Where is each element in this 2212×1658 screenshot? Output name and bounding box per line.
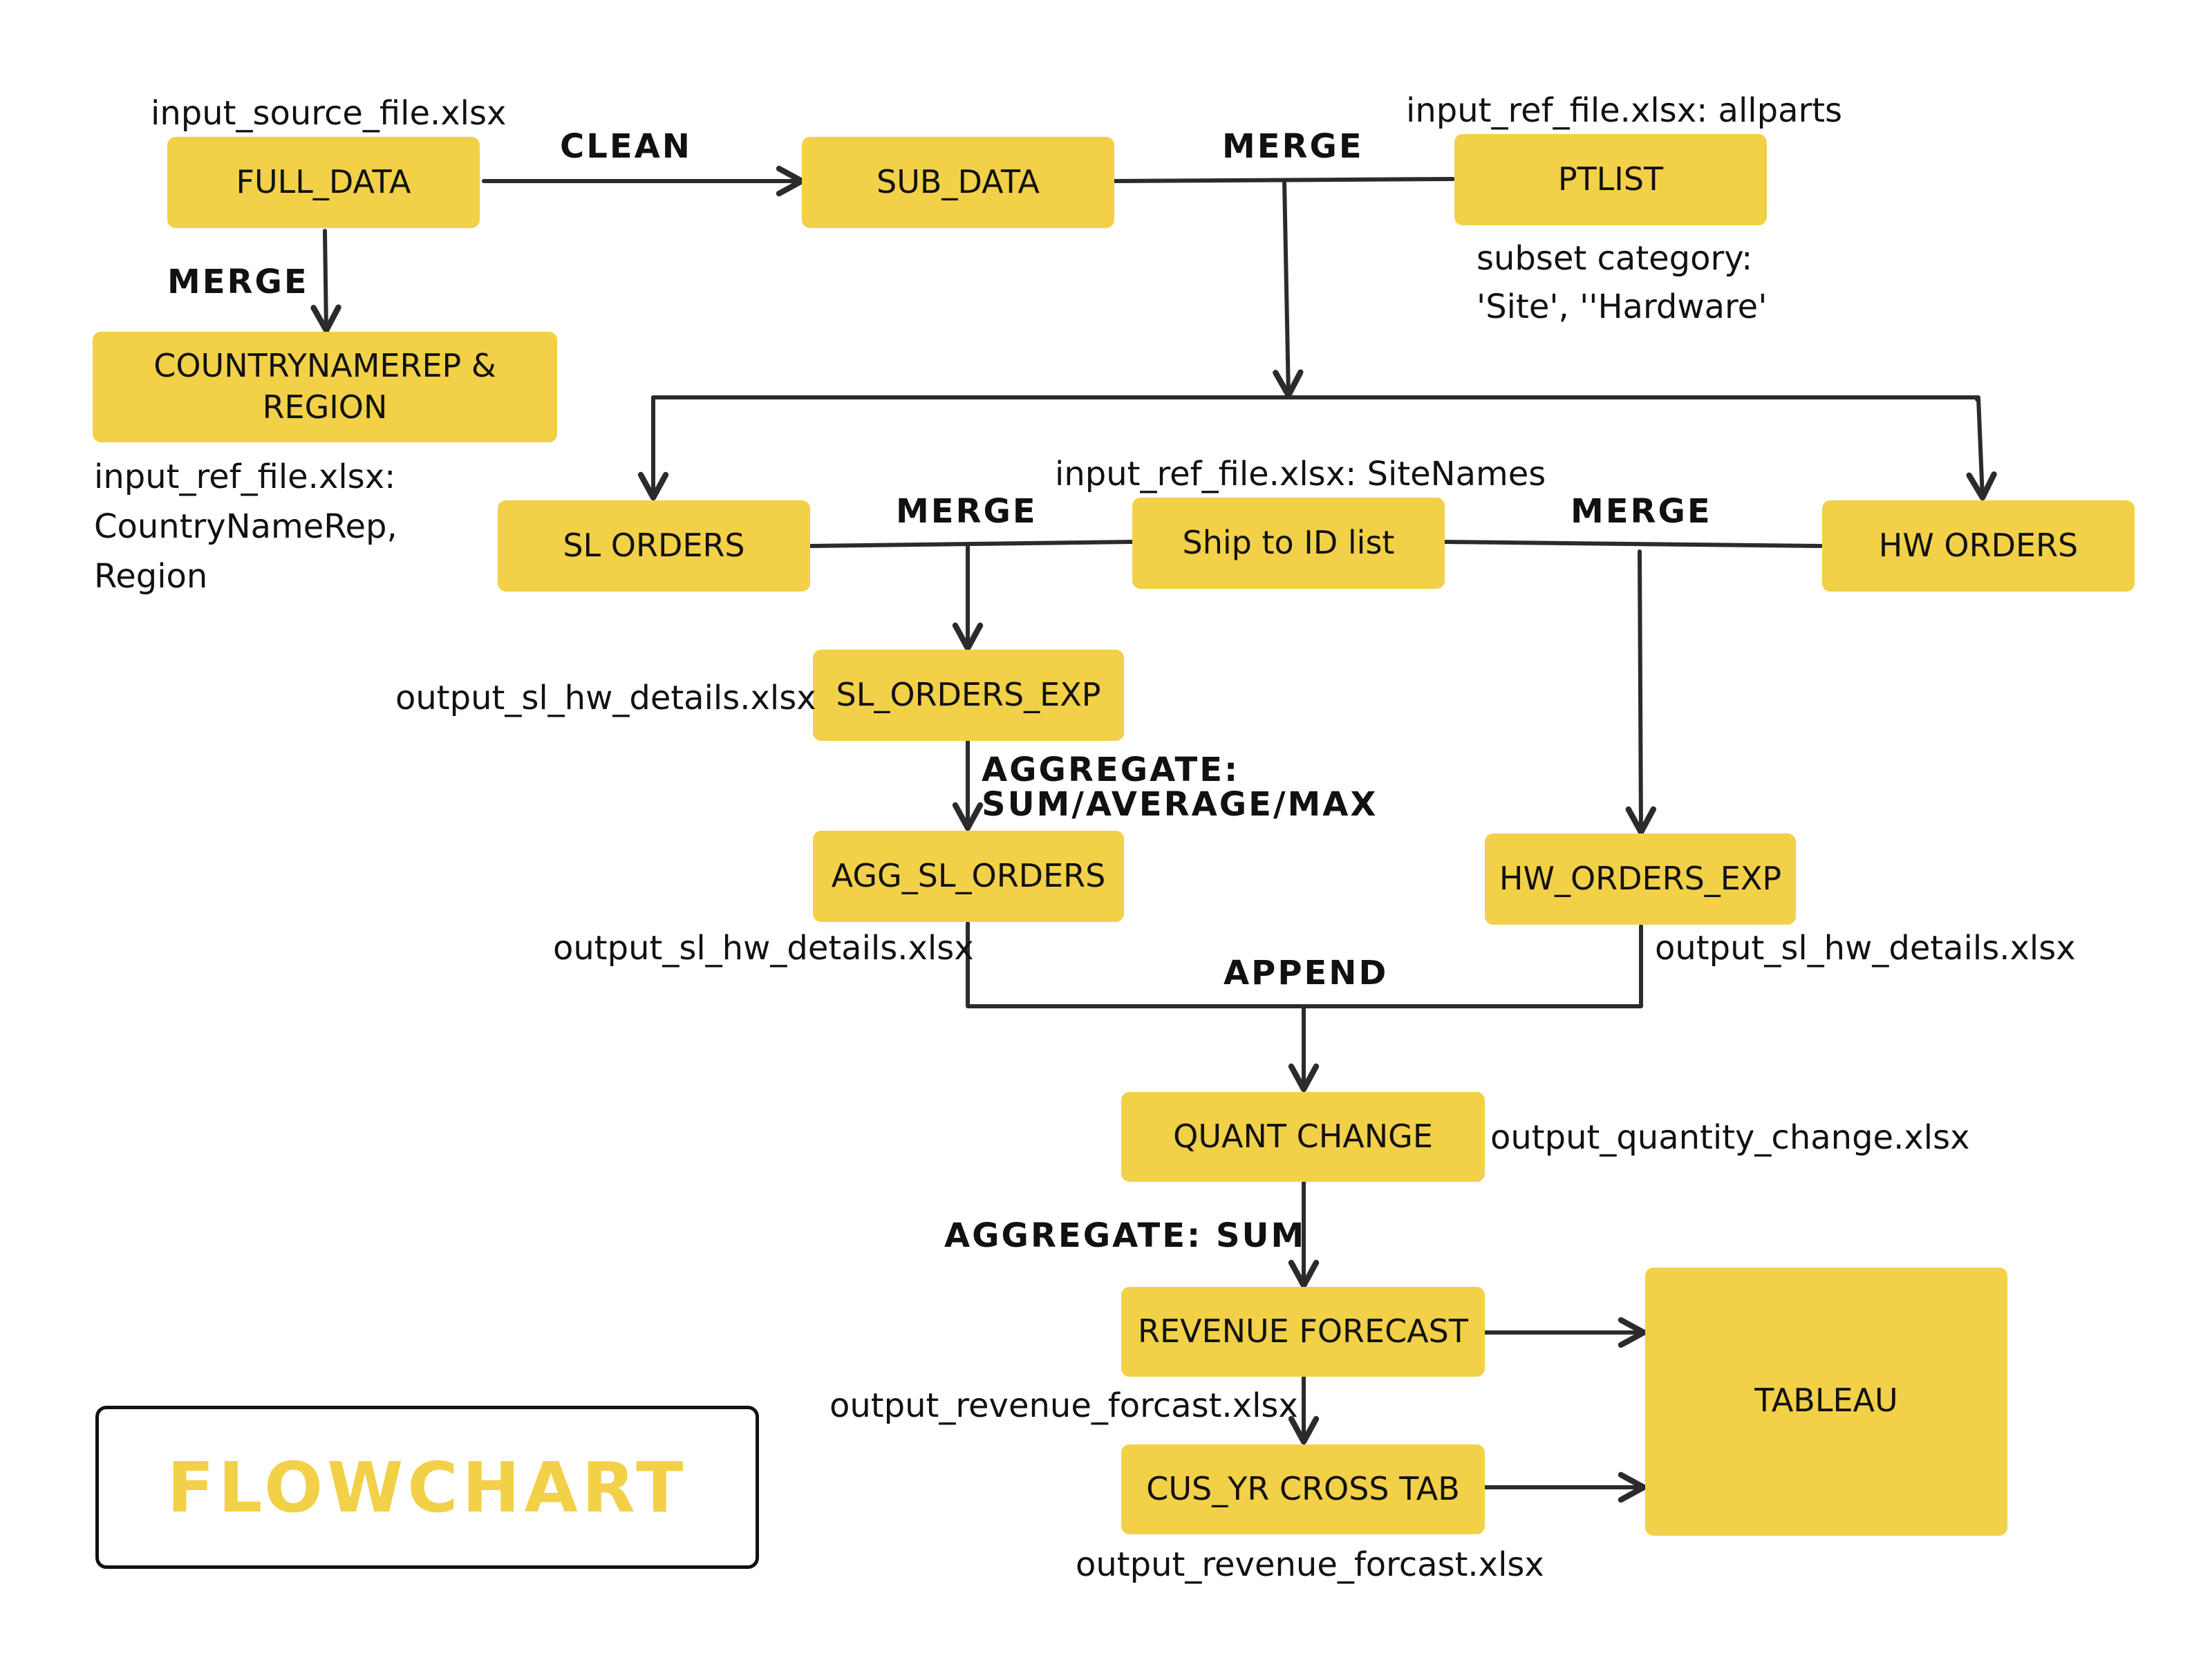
- edge-merge-down: [1273, 179, 1304, 399]
- ann-ref-allparts: input_ref_file.xlsx: allparts: [1406, 91, 1843, 130]
- ann-out-quantity: output_quantity_change.xlsx: [1490, 1118, 1970, 1157]
- ann-ref-sitenames: input_ref_file.xlsx: SiteNames: [1055, 455, 1546, 493]
- node-quant-change: QUANT CHANGE: [1121, 1092, 1485, 1182]
- node-ptlist: PTLIST: [1454, 134, 1767, 225]
- op-aggregate-line1: AGGREGATE:: [982, 751, 1240, 789]
- op-clean: CLEAN: [560, 127, 692, 166]
- op-merge-top: MERGE: [1222, 127, 1364, 166]
- ann-ref-country-line2: CountryNameRep,: [94, 507, 397, 546]
- edge-sl-orders-ship-merge: [808, 540, 1134, 548]
- op-aggregate-sum: AGGREGATE: SUM: [944, 1216, 1306, 1255]
- node-hw-orders: HW ORDERS: [1822, 500, 2135, 592]
- ann-subset-line1: subset category:: [1477, 239, 1753, 278]
- flowchart-title-box: FLOWCHART: [95, 1406, 759, 1569]
- ann-ref-country-line3: Region: [94, 557, 208, 596]
- op-aggregate-line2: SUM/AVERAGE/MAX: [982, 785, 1378, 824]
- node-cus-yr-cross-tab: CUS_YR CROSS TAB: [1121, 1444, 1485, 1534]
- edge-branch-bar: [651, 395, 1979, 402]
- flowchart-title: FLOWCHART: [167, 1447, 688, 1528]
- node-revenue-forecast: REVENUE FORECAST: [1121, 1287, 1485, 1377]
- ann-out-revenue-1: output_revenue_forcast.xlsx: [830, 1386, 1298, 1425]
- node-sl-orders: SL ORDERS: [498, 500, 810, 592]
- edge-branch-to-hw-orders: [1966, 395, 1997, 501]
- node-hw-orders-exp: HW_ORDERS_EXP: [1485, 833, 1796, 925]
- ann-out-revenue-2: output_revenue_forcast.xlsx: [1076, 1545, 1544, 1584]
- node-sl-orders-exp: SL_ORDERS_EXP: [813, 650, 1124, 741]
- ann-ref-country-line1: input_ref_file.xlsx:: [94, 458, 396, 496]
- op-merge-left: MERGE: [167, 263, 309, 301]
- edge-full-data-to-countryname: [310, 229, 341, 334]
- node-tableau: TABLEAU: [1645, 1268, 2007, 1536]
- node-agg-sl-orders: AGG_SL_ORDERS: [813, 831, 1124, 922]
- node-countryname-region-label: COUNTRYNAMEREP & REGION: [153, 347, 496, 426]
- edge-ship-hw-orders-merge: [1440, 540, 1823, 548]
- ann-out-agg-sl: output_sl_hw_details.xlsx: [553, 929, 974, 968]
- ann-subset-line2: 'Site', ''Hardware': [1477, 288, 1768, 326]
- ann-input-source: input_source_file.xlsx: [151, 94, 507, 133]
- node-full-data: FULL_DATA: [167, 137, 480, 228]
- op-merge-hw: MERGE: [1571, 492, 1712, 531]
- node-ship-to-id-list: Ship to ID list: [1132, 498, 1445, 589]
- node-countryname-region: COUNTRYNAMEREP & REGION: [93, 332, 557, 442]
- ann-out-sl-exp: output_sl_hw_details.xlsx: [395, 679, 816, 717]
- edge-merge-to-hw-orders-exp: [1625, 549, 1657, 836]
- op-append: APPEND: [1224, 954, 1389, 992]
- ann-out-hw-exp: output_sl_hw_details.xlsx: [1655, 929, 2076, 968]
- op-merge-sl: MERGE: [896, 492, 1038, 531]
- node-sub-data: SUB_DATA: [802, 137, 1114, 228]
